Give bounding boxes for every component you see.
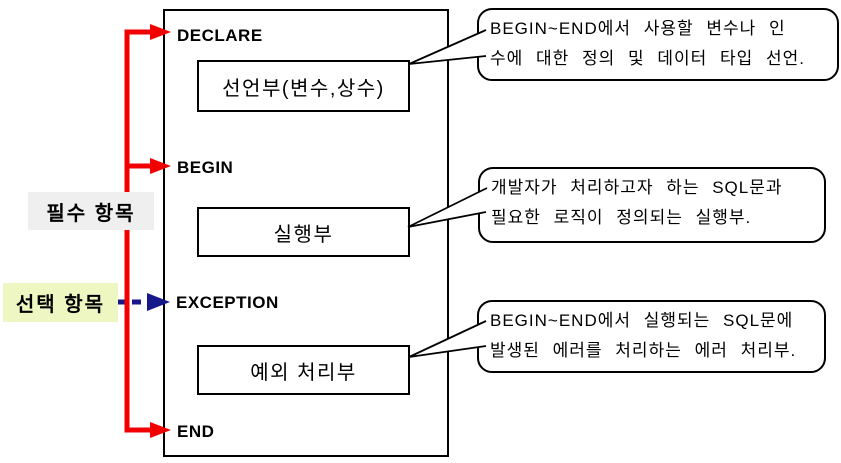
section-label-declaration: 선언부(변수,상수) xyxy=(222,77,385,100)
callout-declaration-line-2: 수에 대한 정의 및 데이터 타입 선언. xyxy=(490,49,806,68)
callout-execution-line-1: 개발자가 처리하고자 하는 SQL문과 xyxy=(491,178,783,197)
section-label-execution: 실행부 xyxy=(273,223,334,246)
keyword-declare: DECLARE xyxy=(177,26,263,45)
callout-exception: BEGIN~END에서 실행되는 SQL문에 발생된 에러를 처리하는 에러 처… xyxy=(477,300,826,373)
keyword-begin: BEGIN xyxy=(177,158,234,177)
plsql-block-frame xyxy=(163,9,449,457)
callout-declaration-line-1: BEGIN~END에서 사용할 변수나 인 xyxy=(490,19,786,38)
section-label-exception: 예외 처리부 xyxy=(250,361,357,384)
optional-items-text: 선택 항목 xyxy=(15,294,106,316)
required-items-text: 필수 항목 xyxy=(46,202,136,225)
required-items-label: 필수 항목 xyxy=(28,192,154,230)
optional-items-label: 선택 항목 xyxy=(3,283,118,322)
callout-exception-line-1: BEGIN~END에서 실행되는 SQL문에 xyxy=(490,311,794,330)
section-box-exception: 예외 처리부 xyxy=(197,345,410,395)
callout-exception-line-2: 발생된 에러를 처리하는 에러 처리부. xyxy=(490,341,797,360)
section-box-declaration: 선언부(변수,상수) xyxy=(197,60,410,112)
callout-execution-line-2: 필요한 로직이 정의되는 실행부. xyxy=(491,208,752,227)
callout-declaration: BEGIN~END에서 사용할 변수나 인 수에 대한 정의 및 데이터 타입 … xyxy=(477,8,839,81)
keyword-end: END xyxy=(177,422,215,441)
keyword-exception: EXCEPTION xyxy=(176,293,279,312)
callout-execution: 개발자가 처리하고자 하는 SQL문과 필요한 로직이 정의되는 실행부. xyxy=(478,167,826,243)
section-box-execution: 실행부 xyxy=(197,207,410,257)
